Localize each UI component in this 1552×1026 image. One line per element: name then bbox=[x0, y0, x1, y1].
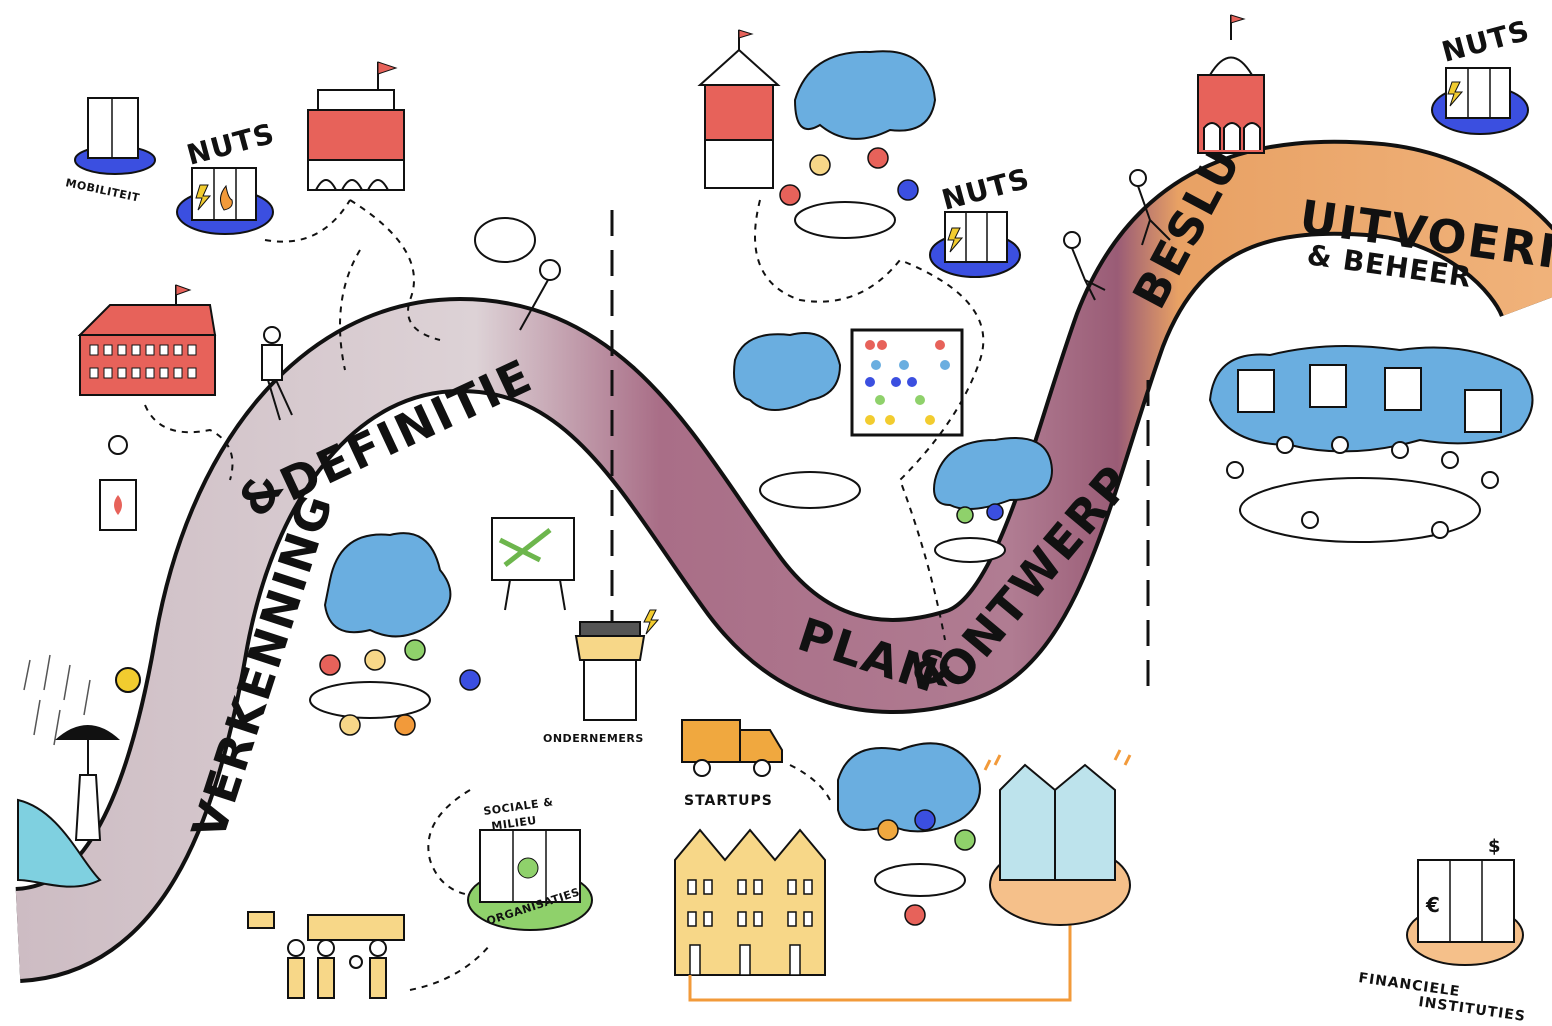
town-hall-red bbox=[307, 61, 405, 191]
nuts-building-3 bbox=[1431, 67, 1529, 135]
nuts-label-3: NUTS bbox=[1438, 14, 1533, 69]
nuts-label-2: NUTS bbox=[938, 162, 1033, 217]
greenhouse-icon bbox=[983, 749, 1132, 926]
financiele-building: € $ bbox=[1406, 836, 1524, 966]
yellow-houses bbox=[674, 828, 826, 976]
euro-icon: € bbox=[1425, 893, 1440, 917]
connector-arrows-plan bbox=[754, 199, 985, 641]
dollar-icon: $ bbox=[1488, 836, 1501, 857]
nuts-label-1: NUTS bbox=[183, 117, 278, 172]
sun-icon bbox=[115, 667, 141, 693]
town-hall-red-right bbox=[1197, 14, 1265, 154]
abacus-meeting bbox=[733, 328, 964, 509]
meeting-group-top-plan bbox=[779, 50, 937, 239]
lightning-icon bbox=[195, 184, 212, 211]
instituties-label: INSTITUTIES bbox=[1417, 994, 1526, 1025]
nuts-building-1 bbox=[176, 167, 274, 235]
speaker-person bbox=[99, 435, 137, 531]
presentation-board bbox=[491, 517, 575, 611]
people-walking-besluit bbox=[1063, 169, 1171, 301]
meeting-group-plan-right bbox=[933, 437, 1054, 563]
sociale-label-2: MILIEU bbox=[491, 814, 538, 833]
thought-bubble-person bbox=[474, 217, 561, 331]
sociale-label-1: SOCIALE & bbox=[483, 795, 555, 818]
organisaties-building bbox=[467, 829, 593, 931]
lightning-icon bbox=[643, 609, 660, 635]
truck-icon bbox=[681, 719, 783, 777]
person-walking bbox=[261, 326, 293, 421]
cable-line bbox=[688, 890, 1072, 1002]
meeting-group-uitvoering bbox=[1208, 345, 1534, 543]
water bbox=[17, 798, 102, 888]
ondernemers-stall bbox=[574, 609, 660, 721]
meeting-group-bottom bbox=[837, 742, 981, 926]
lightning-icon bbox=[1447, 81, 1464, 107]
road-fill bbox=[13, 143, 1552, 979]
umbrella-icon bbox=[55, 725, 120, 841]
lightning-icon bbox=[947, 227, 964, 253]
abacus-icon bbox=[850, 328, 964, 437]
meeting-group-left bbox=[309, 532, 481, 736]
rain-icon bbox=[23, 654, 91, 746]
flag-icon bbox=[377, 61, 398, 75]
ondernemers-label: ONDERNEMERS bbox=[543, 732, 644, 745]
connector-arrows-left bbox=[144, 199, 441, 481]
connector-arrows-bottom bbox=[409, 764, 831, 991]
protest-group bbox=[247, 911, 405, 999]
nuts-building-2 bbox=[929, 211, 1021, 278]
startups-label: STARTUPS bbox=[684, 793, 773, 809]
flame-icon bbox=[220, 184, 233, 211]
mobiliteit-building bbox=[74, 97, 156, 175]
financiele-label: FINANCIELE bbox=[1357, 970, 1461, 1000]
phase-label-amp2: & bbox=[908, 638, 959, 698]
process-road bbox=[13, 139, 1552, 983]
tower-red bbox=[697, 29, 781, 189]
mobiliteit-label: MOBILITEIT bbox=[64, 176, 141, 204]
school-building-red bbox=[77, 284, 217, 396]
